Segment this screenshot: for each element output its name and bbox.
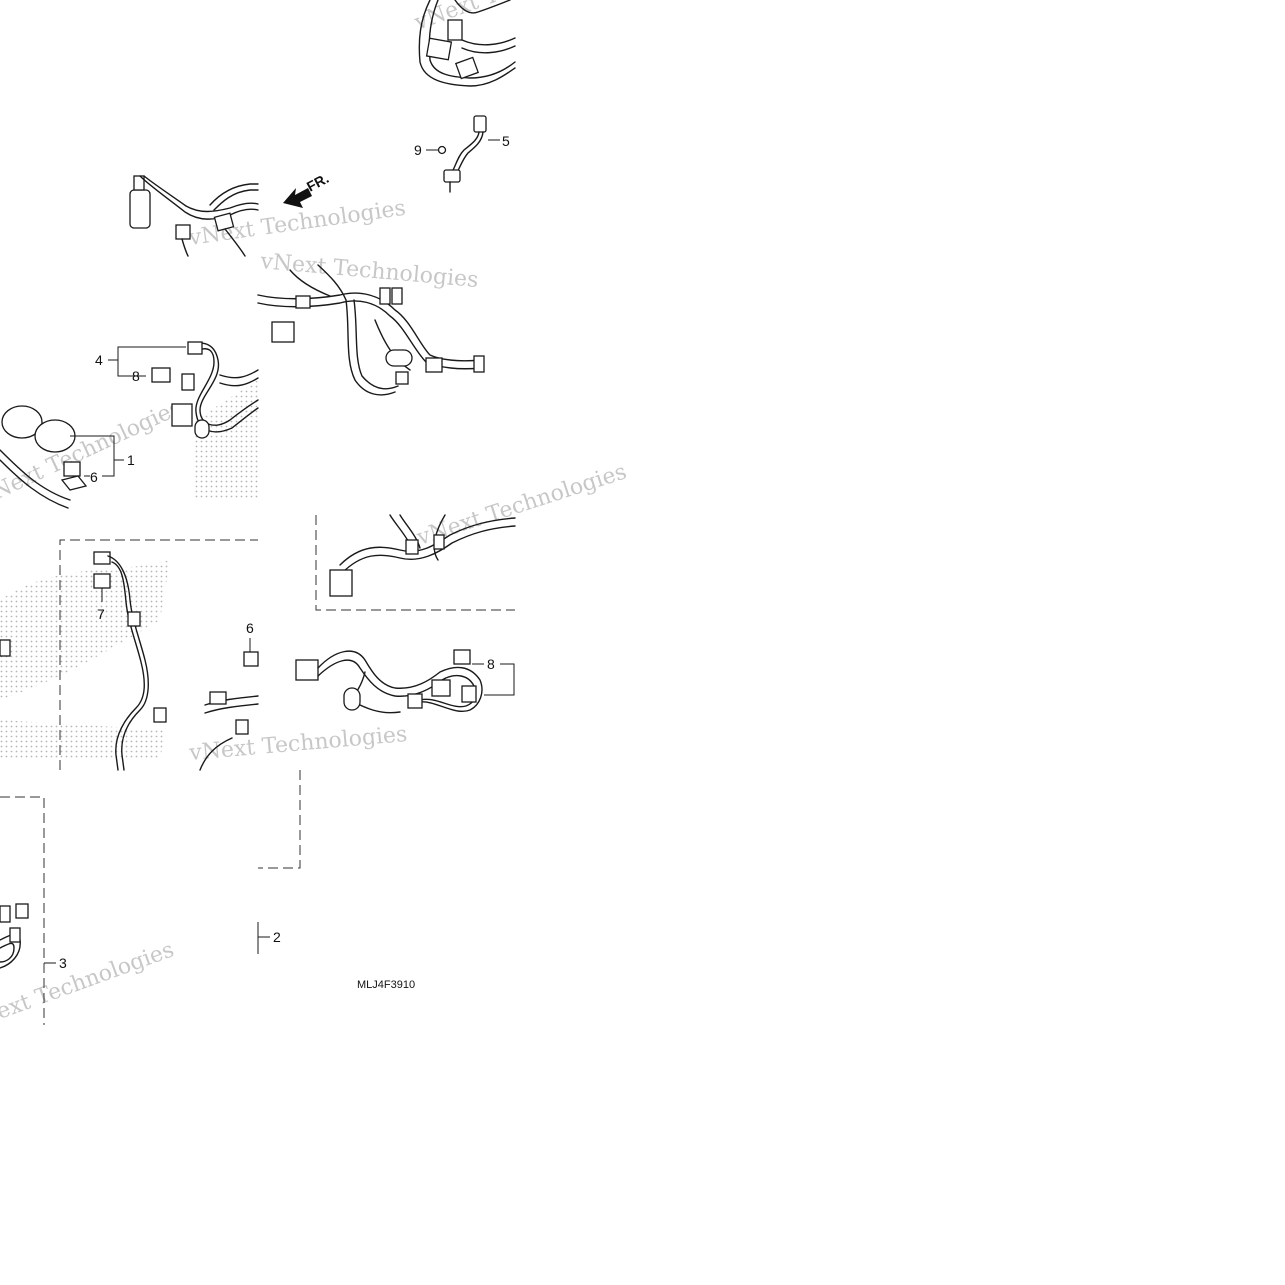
harness-detail-left <box>0 539 259 771</box>
watermark-logo-shape <box>0 560 170 700</box>
diagram-code: MLJ4F3910 <box>357 979 415 991</box>
front-direction-indicator: FR. <box>283 170 331 208</box>
harness-top-right <box>418 0 516 87</box>
harness-left-lower <box>0 405 124 509</box>
watermark: vNext Technologies vNext Technologies vN… <box>0 0 630 1036</box>
callout-4: 4 <box>95 352 103 368</box>
callout-1: 1 <box>127 452 135 468</box>
callout-3: 3 <box>59 955 67 971</box>
callout-9: 9 <box>414 142 422 158</box>
callout-6: 6 <box>90 469 98 485</box>
callout-numbers: 1 2 3 4 5 6 6 7 8 8 9 <box>59 133 510 971</box>
callout-6: 6 <box>246 620 254 636</box>
callout-7: 7 <box>97 606 105 622</box>
callout-2: 2 <box>273 929 281 945</box>
bracket-part-2 <box>257 770 301 954</box>
watermark-text: vNext Technologies <box>411 0 626 36</box>
callout-8: 8 <box>132 368 140 384</box>
harness-center <box>257 264 485 396</box>
callout-5: 5 <box>502 133 510 149</box>
harness-center-lower <box>295 649 515 714</box>
sensor-part-5 <box>426 115 500 193</box>
harness-upper-left <box>129 175 259 257</box>
harness-part-3 <box>0 796 56 1025</box>
front-arrow-icon <box>283 188 312 208</box>
watermark-logo-shape <box>0 720 165 760</box>
callout-8: 8 <box>487 656 495 672</box>
harness-detail-right <box>315 514 516 611</box>
watermark-text: vNext Technologies <box>0 937 177 1036</box>
harness-left-mid <box>108 341 259 439</box>
bolt-part-9 <box>437 145 447 155</box>
